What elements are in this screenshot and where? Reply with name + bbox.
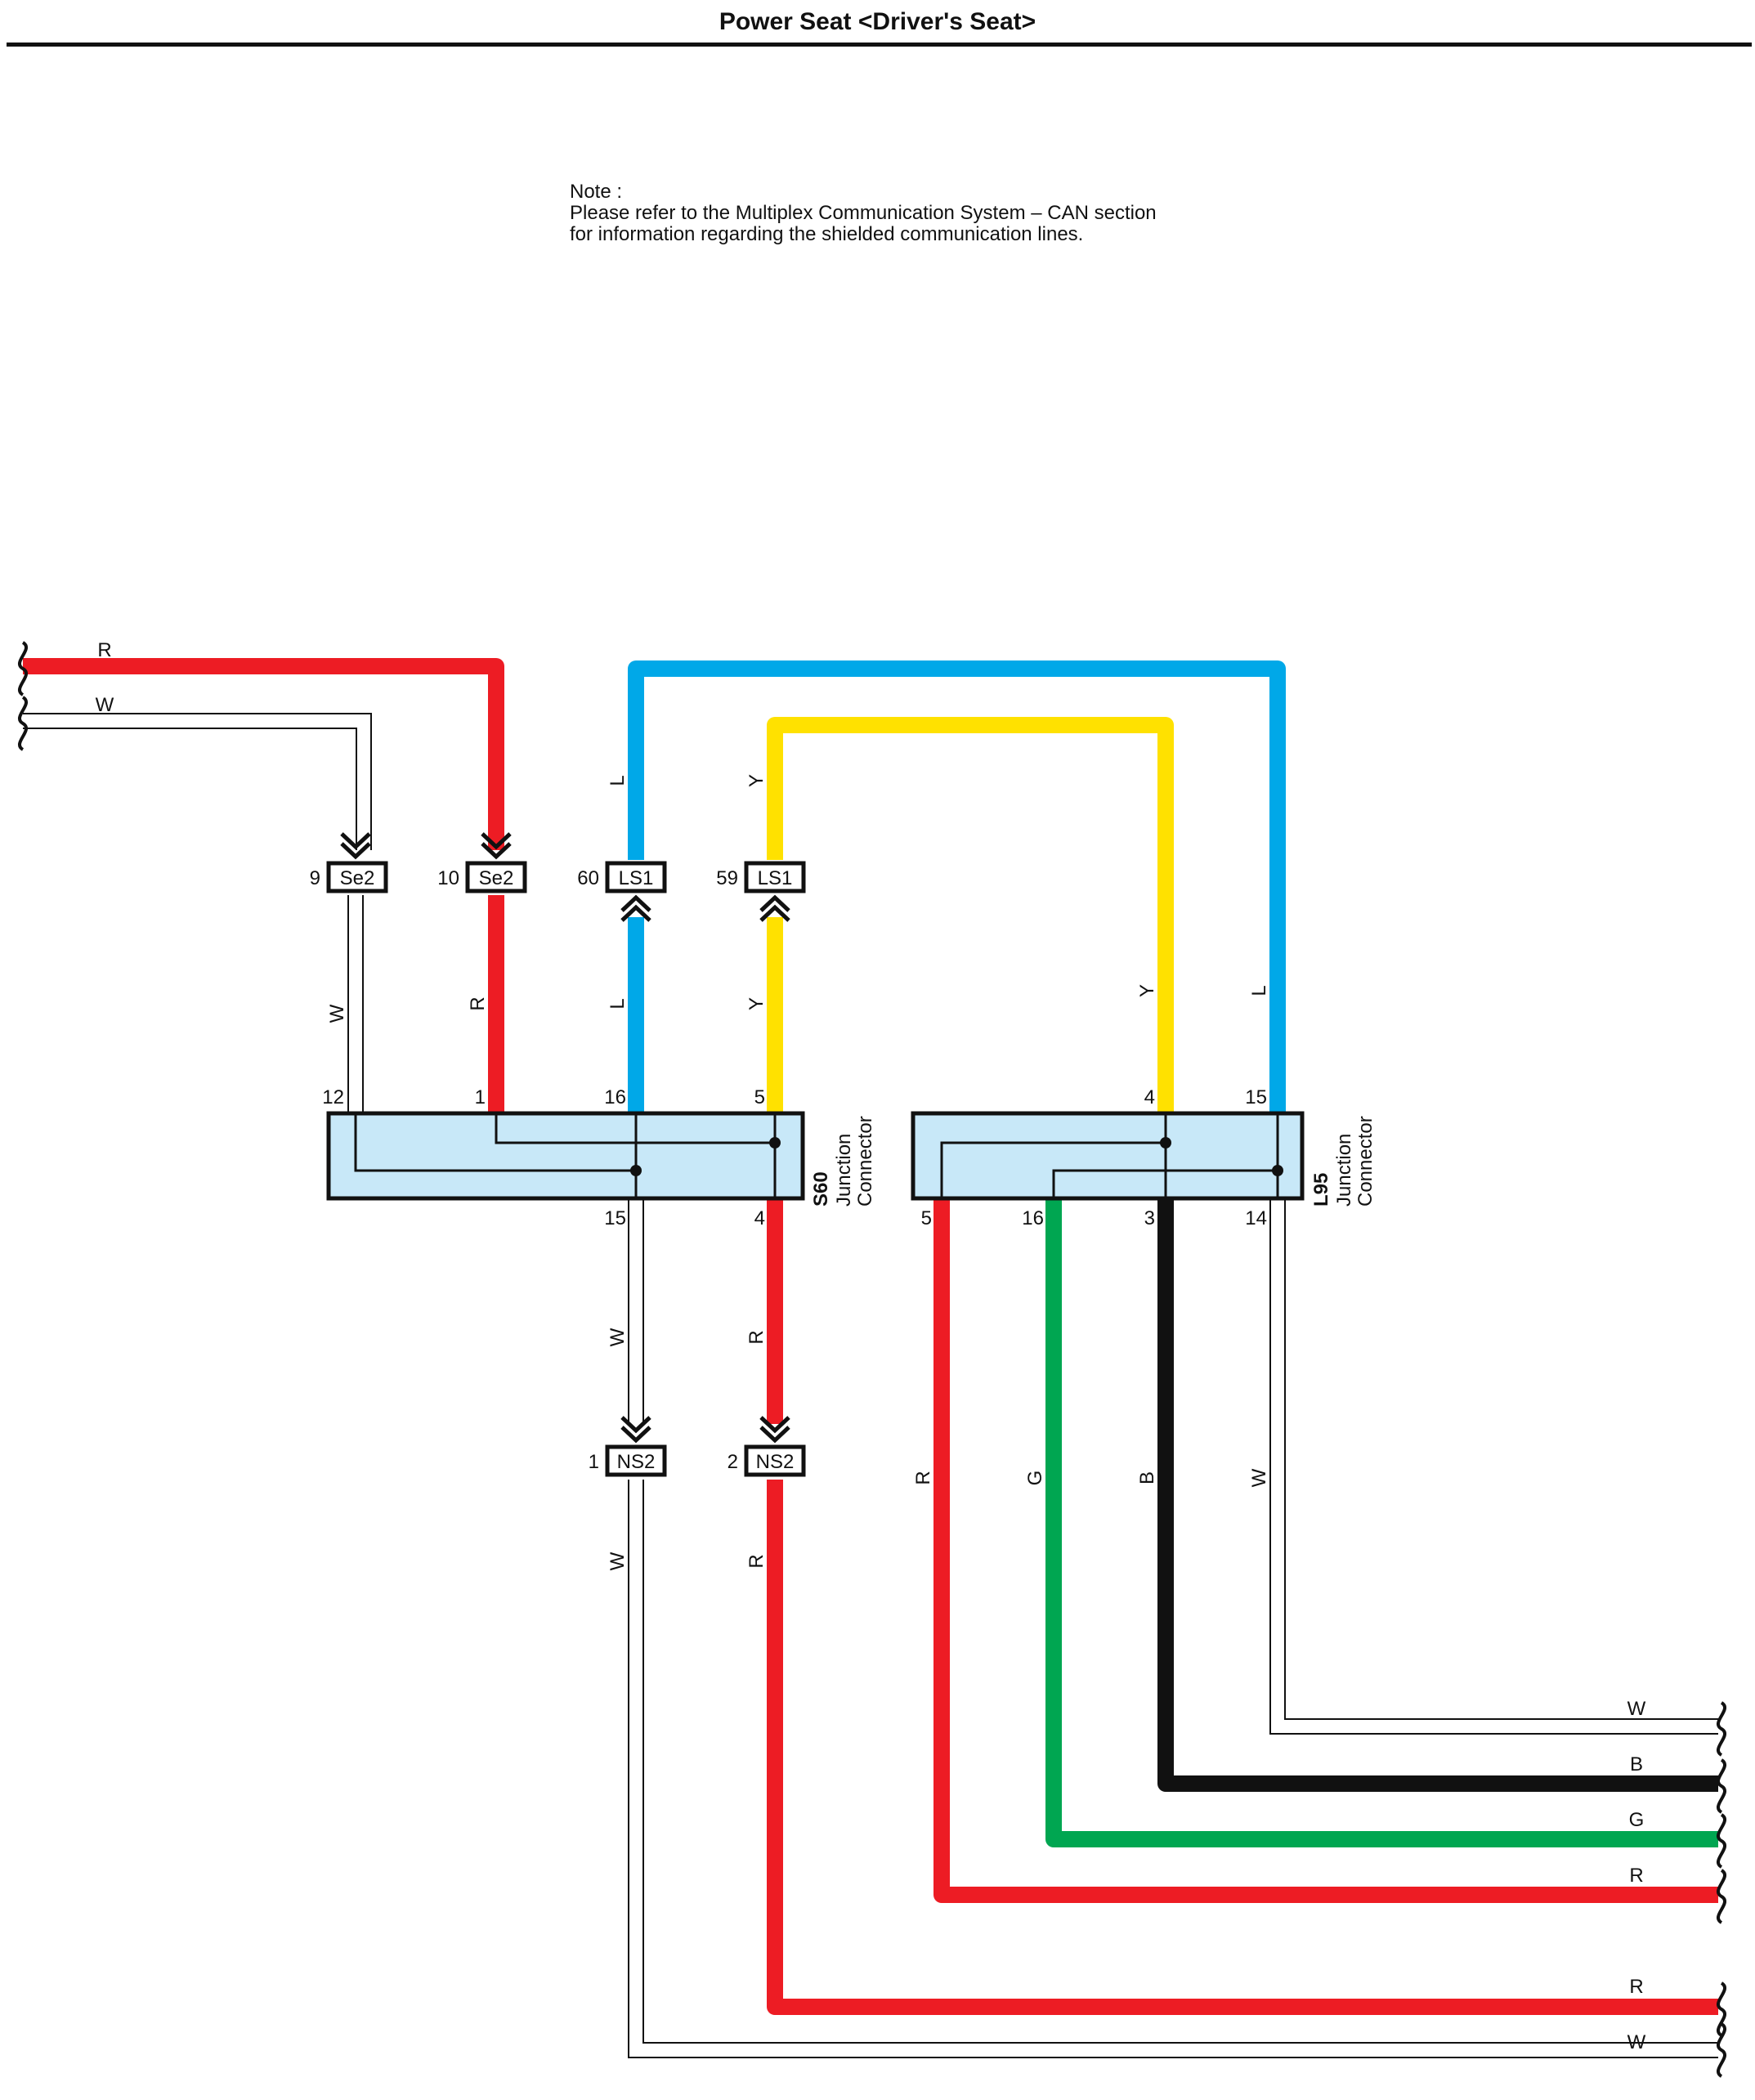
l95-id: L95 xyxy=(1310,1173,1332,1207)
l95-pin-15: 15 xyxy=(1245,1086,1267,1108)
wire-label-y-lower: Y xyxy=(745,997,768,1010)
junction-connector-l95: 4 15 5 16 3 14 L95 Junction Connector xyxy=(911,1086,1377,1229)
wire-label-w-s60-out: W xyxy=(607,1328,629,1346)
wire-label-w-out1: W xyxy=(1627,1698,1646,1720)
ns2-a-pin: 1 xyxy=(589,1451,599,1473)
wire-label-r-out1: R xyxy=(1629,1865,1643,1887)
s60-pin-16: 16 xyxy=(604,1086,626,1108)
wire-label-l-l95: L xyxy=(1248,985,1270,996)
wire-label-r-se2: R xyxy=(467,996,489,1010)
connector-ls1-pin59: LS1 59 xyxy=(716,861,806,920)
wire-label-y-l95: Y xyxy=(1136,984,1158,997)
se2-a-name: Se2 xyxy=(340,867,375,889)
wire-white-ns2 xyxy=(628,1200,1718,2058)
wire-label-l-lower: L xyxy=(607,998,629,1009)
wire-label-r-top: R xyxy=(97,639,111,661)
connector-ns2-pin1: NS2 1 xyxy=(589,1417,667,1477)
note-block: Note : Please refer to the Multiplex Com… xyxy=(570,181,1157,245)
ns2-b-pin: 2 xyxy=(728,1451,738,1473)
l95-pin-5: 5 xyxy=(921,1207,932,1229)
title-divider xyxy=(7,43,1752,47)
wire-label-b-l95-out: B xyxy=(1136,1471,1158,1484)
wire-label-b-out: B xyxy=(1630,1753,1643,1775)
wire-label-r-ns2-out: R xyxy=(745,1554,768,1568)
ns2-a-name: NS2 xyxy=(617,1451,656,1473)
l95-pin-4: 4 xyxy=(1144,1086,1155,1108)
junction-connector-s60: 12 1 16 5 15 4 S60 Junction Connector xyxy=(322,1086,876,1229)
note-line-1: Please refer to the Multiplex Communicat… xyxy=(570,202,1157,224)
ls1-a-name: LS1 xyxy=(619,867,654,889)
wire-green-l95 xyxy=(1045,1200,1718,1847)
l95-pin-3: 3 xyxy=(1144,1207,1155,1229)
wire-label-y-upper: Y xyxy=(745,774,768,787)
ls1-a-pin: 60 xyxy=(577,867,599,889)
note-heading: Note : xyxy=(570,181,623,203)
l95-pin-14: 14 xyxy=(1245,1207,1267,1229)
connector-ls1-pin60: LS1 60 xyxy=(577,861,667,920)
s60-pin-4: 4 xyxy=(754,1207,765,1229)
se2-a-pin: 9 xyxy=(310,867,320,889)
note-line-2: for information regarding the shielded c… xyxy=(570,223,1084,245)
wire-red-input xyxy=(23,658,504,1113)
s60-pin-15: 15 xyxy=(604,1207,626,1229)
wire-label-l-upper: L xyxy=(607,775,629,786)
wire-label-r-l95-out: R xyxy=(912,1471,934,1484)
ls1-b-name: LS1 xyxy=(758,867,793,889)
l95-pin-16: 16 xyxy=(1022,1207,1044,1229)
ls1-b-pin: 59 xyxy=(716,867,738,889)
s60-id: S60 xyxy=(810,1171,832,1207)
ns2-b-name: NS2 xyxy=(756,1451,795,1473)
l95-label-junction: Junction xyxy=(1333,1134,1355,1207)
page-title: Power Seat <Driver's Seat> xyxy=(719,8,1036,35)
connector-se2-pin10: Se2 10 xyxy=(437,834,527,893)
wire-label-r-s60-out: R xyxy=(745,1330,768,1344)
connector-se2-pin9: Se2 9 xyxy=(310,834,388,893)
wire-white-input xyxy=(23,713,372,1113)
wire-label-w-ns2-out: W xyxy=(607,1551,629,1570)
wire-yellow-can xyxy=(767,717,1174,1113)
l95-label-connector: Connector xyxy=(1354,1116,1377,1207)
s60-label-connector: Connector xyxy=(854,1116,876,1207)
s60-pin-1: 1 xyxy=(475,1086,486,1108)
wire-label-r-out2: R xyxy=(1629,1976,1643,1998)
wire-label-w-l95-out: W xyxy=(1248,1468,1270,1487)
wire-label-g-out: G xyxy=(1629,1809,1645,1831)
s60-pin-12: 12 xyxy=(322,1086,344,1108)
s60-label-junction: Junction xyxy=(833,1134,855,1207)
wire-label-g-l95-out: G xyxy=(1024,1471,1046,1486)
se2-b-pin: 10 xyxy=(437,867,459,889)
se2-b-name: Se2 xyxy=(479,867,514,889)
wire-blue-can xyxy=(628,660,1286,1113)
wire-label-w-top: W xyxy=(96,694,114,716)
wire-label-w-out2: W xyxy=(1627,2031,1646,2053)
wire-red-l95 xyxy=(933,1200,1718,1903)
break-marks-right xyxy=(1716,1701,1727,2078)
s60-pin-5: 5 xyxy=(754,1086,765,1108)
wire-black-l95 xyxy=(1157,1200,1718,1792)
wire-red-ns2 xyxy=(767,1200,1718,2015)
wire-white-l95 xyxy=(1269,1200,1718,1735)
connector-ns2-pin2: NS2 2 xyxy=(728,1417,806,1477)
wire-label-w-se2: W xyxy=(326,1004,348,1023)
